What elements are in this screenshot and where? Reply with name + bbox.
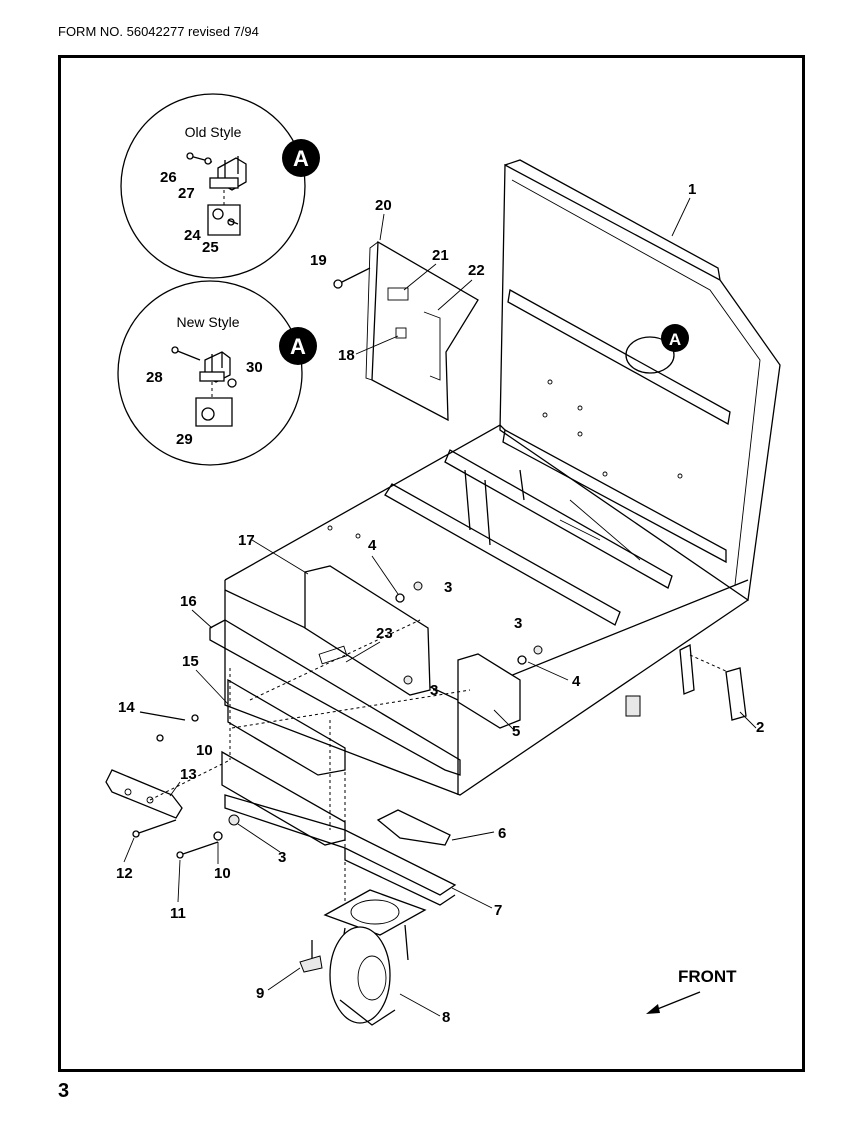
callout-3c: 3 <box>514 615 522 632</box>
callout-2: 2 <box>756 719 764 736</box>
callout-10b: 10 <box>214 865 231 882</box>
access-door: 20 19 21 22 18 <box>310 197 485 422</box>
main-badge <box>661 324 689 352</box>
callout-15: 15 <box>182 653 199 670</box>
front-indicator: FRONT <box>646 967 737 1014</box>
callout-7: 7 <box>494 902 502 919</box>
svg-text:A: A <box>290 334 306 359</box>
callout-3b: 3 <box>430 682 438 699</box>
callout-19: 19 <box>310 252 327 269</box>
callout-26: 26 <box>160 169 177 186</box>
callout-21: 21 <box>432 247 449 264</box>
form-number: FORM NO. 56042277 revised 7/94 <box>58 24 259 39</box>
detail-new-style-badge <box>279 327 317 365</box>
main-frame: A 1 17 4 3 23 3 3 4 5 2 <box>209 159 781 796</box>
callout-13: 13 <box>180 766 197 783</box>
callout-24: 24 <box>184 227 201 244</box>
callout-4: 4 <box>368 537 377 554</box>
svg-text:A: A <box>669 330 681 349</box>
detail-old-style: Old Style A 26 27 24 25 <box>120 93 320 279</box>
callout-6: 6 <box>498 825 506 842</box>
callout-23: 23 <box>376 625 393 642</box>
callout-10a: 10 <box>196 742 213 759</box>
callout-29: 29 <box>176 431 193 448</box>
callout-12: 12 <box>116 865 133 882</box>
callout-3d: 3 <box>278 849 286 866</box>
detail-old-style-title: Old Style <box>185 124 242 140</box>
detail-old-style-badge <box>282 139 320 177</box>
callout-22: 22 <box>468 262 485 279</box>
callout-9: 9 <box>256 985 264 1002</box>
callout-8: 8 <box>442 1009 450 1026</box>
lower-brackets: 16 15 14 10 13 <box>105 593 471 920</box>
front-label: FRONT <box>678 967 737 986</box>
caster-assembly: 6 7 8 9 3 12 10 11 <box>116 794 506 1026</box>
callout-28: 28 <box>146 369 163 386</box>
callout-20: 20 <box>375 197 392 214</box>
diagram-frame <box>58 55 805 1072</box>
callout-17: 17 <box>238 532 255 549</box>
callout-14: 14 <box>118 699 135 716</box>
callout-16: 16 <box>180 593 197 610</box>
callout-1: 1 <box>688 181 696 198</box>
detail-new-style-title: New Style <box>176 314 239 330</box>
callout-30: 30 <box>246 359 263 376</box>
callout-25: 25 <box>202 239 219 256</box>
callout-11: 11 <box>170 905 186 922</box>
callout-5: 5 <box>512 723 520 740</box>
page-number: 3 <box>58 1080 70 1102</box>
callout-27: 27 <box>178 185 195 202</box>
svg-text:A: A <box>293 146 309 171</box>
detail-new-style: New Style A 28 30 29 <box>117 280 317 466</box>
callout-18: 18 <box>338 347 355 364</box>
callout-3a: 3 <box>444 579 452 596</box>
callout-4b: 4 <box>572 673 581 690</box>
